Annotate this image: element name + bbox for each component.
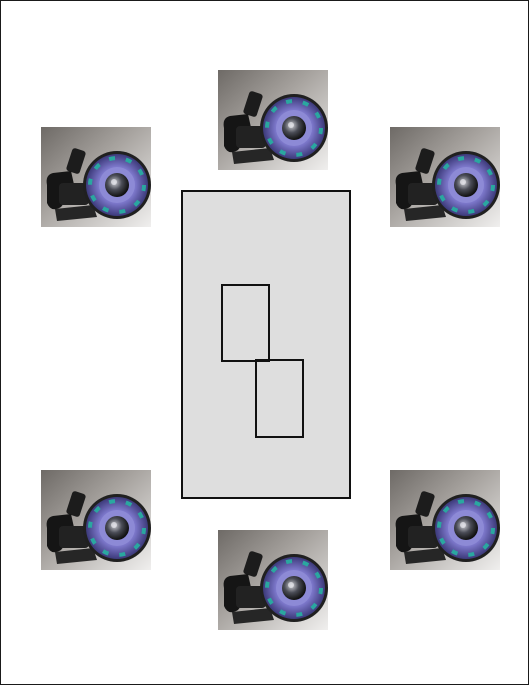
stage-light-fixture-icon <box>218 530 328 630</box>
stage-light-fixture-icon <box>390 127 500 227</box>
stage-light-fixture-icon <box>390 470 500 570</box>
stage-light-fixture-icon <box>218 70 328 170</box>
inner-box <box>255 359 304 438</box>
inner-box <box>221 284 270 362</box>
stage-light-fixture-icon <box>41 470 151 570</box>
stage-light-fixture-icon <box>41 127 151 227</box>
